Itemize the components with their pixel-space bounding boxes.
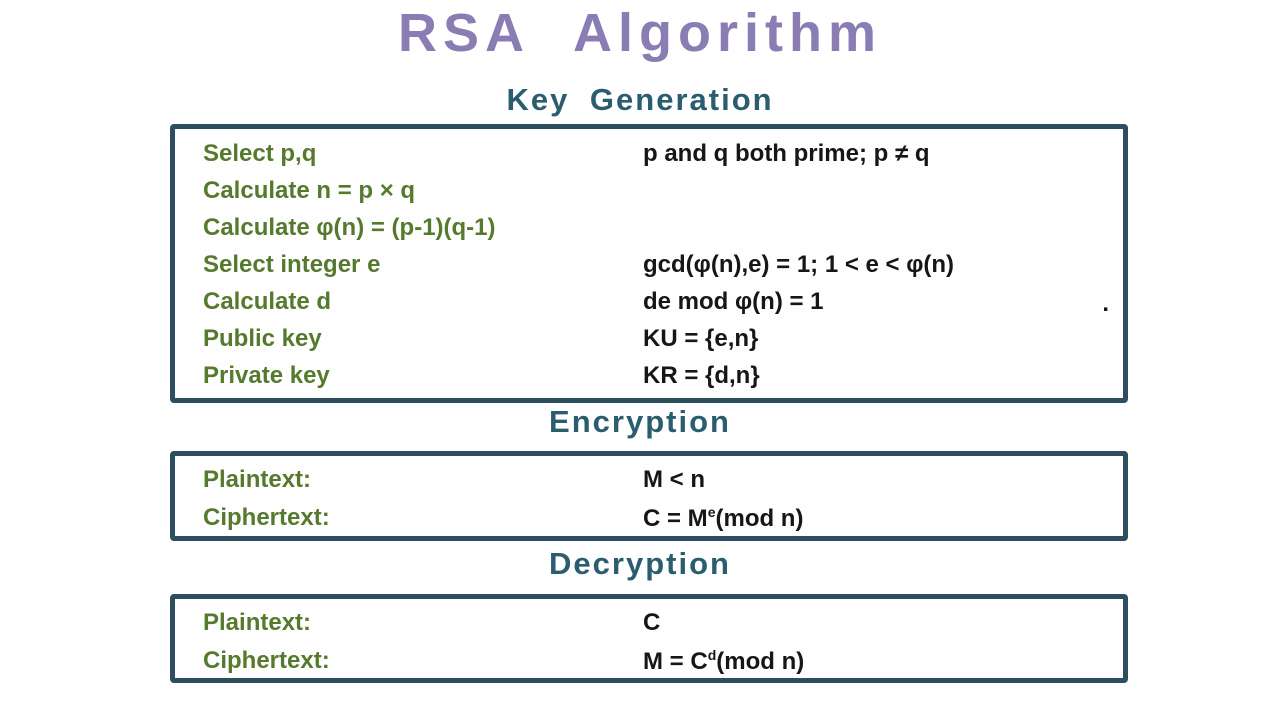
encryption-row-plaintext: Plaintext: M < n [175, 461, 1123, 499]
formula-base: M = C [643, 647, 708, 675]
formula-rest: (mod n) [715, 504, 804, 532]
keygen-row-calc-n: Calculate n = p × q [175, 172, 1123, 209]
encryption-row-ciphertext: Ciphertext: C = Me(mod n) [175, 499, 1123, 537]
keygen-row-private-key: Private key KR = {d,n} [175, 357, 1123, 394]
step-detail-text: de mod φ(n) = 1 [643, 287, 824, 315]
step-detail: p and q both prime; p ≠ q [643, 139, 930, 167]
step-label: Calculate d [203, 287, 332, 315]
step-label: Public key [203, 324, 322, 352]
stray-dot: . [1102, 289, 1109, 317]
keygen-row-select-pq: Select p,q p and q both prime; p ≠ q [175, 135, 1123, 172]
step-label: Plaintext: [203, 609, 312, 636]
encryption-box: Plaintext: M < n Ciphertext: C = Me(mod … [170, 451, 1128, 541]
step-label: Plaintext: [203, 466, 312, 493]
section-heading-key-generation: Key Generation [506, 82, 774, 117]
keygen-row-select-e: Select integer e gcd(φ(n),e) = 1; 1 < e … [175, 246, 1123, 283]
step-label: Select p,q [203, 139, 317, 167]
page-title: RSA Algorithm [398, 3, 882, 63]
step-label: Ciphertext: [203, 504, 330, 531]
step-detail: gcd(φ(n),e) = 1; 1 < e < φ(n) [643, 250, 955, 278]
step-detail: KR = {d,n} [643, 361, 760, 389]
step-detail: C [643, 609, 661, 636]
formula-exponent: d [707, 646, 717, 663]
keygen-row-public-key: Public key KU = {e,n} [175, 320, 1123, 357]
step-label: Select integer e [203, 250, 381, 278]
section-heading-decryption: Decryption [549, 546, 731, 581]
keygen-row-calc-d: Calculate d de mod φ(n) = 1. [175, 283, 1123, 320]
formula-exponent: e [707, 503, 716, 520]
step-detail: KU = {e,n} [643, 324, 759, 352]
step-label: Calculate n = p × q [203, 176, 416, 204]
formula-rest: (mod n) [716, 647, 805, 675]
key-generation-box: Select p,q p and q both prime; p ≠ q Cal… [170, 124, 1128, 403]
step-detail: de mod φ(n) = 1. [643, 287, 1123, 317]
section-heading-encryption: Encryption [549, 404, 731, 439]
decryption-row-ciphertext: Ciphertext: M = Cd(mod n) [175, 642, 1123, 680]
step-detail: M = Cd(mod n) [643, 647, 1123, 676]
step-detail: M < n [643, 466, 706, 493]
decryption-row-plaintext: Plaintext: C [175, 604, 1123, 642]
step-label: Calculate φ(n) = (p-1)(q-1) [203, 213, 496, 241]
keygen-row-calc-phi: Calculate φ(n) = (p-1)(q-1) [175, 209, 1123, 246]
formula-base: C = M [643, 504, 708, 532]
step-detail: C = Me(mod n) [643, 504, 1123, 533]
step-label: Ciphertext: [203, 647, 330, 674]
step-label: Private key [203, 361, 330, 389]
decryption-box: Plaintext: C Ciphertext: M = Cd(mod n) [170, 594, 1128, 683]
